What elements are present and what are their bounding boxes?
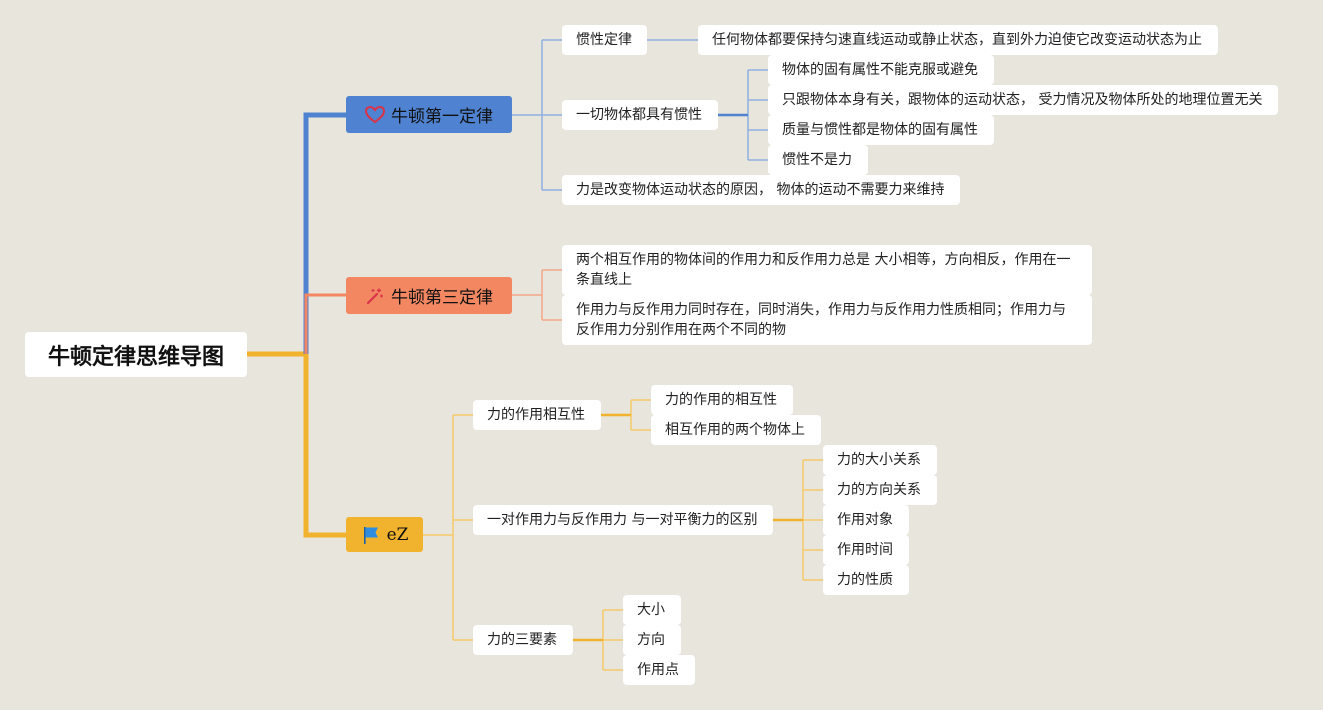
topic-three-elements-detail-3[interactable]: 作用点 [623,655,695,685]
heart-icon [365,105,385,125]
topic-difference-detail-4[interactable]: 作用时间 [823,535,909,565]
topic-difference-detail-5[interactable]: 力的性质 [823,565,909,595]
third-law-connectors [512,269,562,321]
topic-difference-detail-3-label: 作用对象 [837,512,893,528]
topic-inertia-detail-4-label: 惯性不是力 [782,152,852,168]
topic-three-elements-detail-1-label: 大小 [637,602,665,618]
topic-mutual-detail-1-label: 力的作用的相互性 [665,392,777,408]
root-topic[interactable]: 牛顿定律思维导图 [25,332,247,377]
topic-difference-detail-4-label: 作用时间 [837,542,893,558]
topic-mutual-detail-2-label: 相互作用的两个物体上 [665,422,805,438]
topic-inertia-detail-4[interactable]: 惯性不是力 [768,145,868,175]
topic-inertia-law-detail-label: 任何物体都要保持匀速直线运动或静止状态，直到外力迫使它改变运动状态为止 [712,32,1202,48]
topic-three-elements[interactable]: 力的三要素 [473,625,573,655]
topic-third-law-2[interactable]: 作用力与反作用力同时存在，同时消失，作用力与反作用力性质相同；作用力与反作用力分… [562,295,1092,345]
topic-all-inertia[interactable]: 一切物体都具有惯性 [562,100,718,130]
topic-difference-detail-2[interactable]: 力的方向关系 [823,475,937,505]
topic-force-cause[interactable]: 力是改变物体运动状态的原因， 物体的运动不需要力来维持 [562,175,960,205]
flag-icon [361,525,381,545]
topic-difference-detail-1-label: 力的大小关系 [837,452,921,468]
topic-inertia-law-detail[interactable]: 任何物体都要保持匀速直线运动或静止状态，直到外力迫使它改变运动状态为止 [698,25,1218,55]
topic-three-elements-detail-1[interactable]: 大小 [623,595,681,625]
topic-three-elements-detail-3-label: 作用点 [637,662,679,678]
branch-ez[interactable]: eZ [346,517,423,552]
magic-wand-icon [365,286,385,306]
topic-force-cause-label: 力是改变物体运动状态的原因， 物体的运动不需要力来维持 [576,182,945,198]
topic-mutual-detail-2[interactable]: 相互作用的两个物体上 [651,415,821,445]
topic-difference-detail-5-label: 力的性质 [837,572,893,588]
topic-three-elements-label: 力的三要素 [487,632,557,648]
trunk-connectors [246,112,346,538]
topic-mutual-detail-1[interactable]: 力的作用的相互性 [651,385,793,415]
topic-inertia-law-label: 惯性定律 [576,32,632,48]
topic-inertia-detail-2-label: 只跟物体本身有关，跟物体的运动状态， 受力情况及物体所处的地理位置无关 [782,92,1263,108]
topic-mutual-label: 力的作用相互性 [487,407,585,423]
topic-difference-detail-1[interactable]: 力的大小关系 [823,445,937,475]
topic-inertia-detail-2[interactable]: 只跟物体本身有关，跟物体的运动状态， 受力情况及物体所处的地理位置无关 [768,85,1278,115]
branch-ez-label: eZ [386,524,409,545]
topic-inertia-law[interactable]: 惯性定律 [562,25,647,55]
topic-third-law-2-label: 作用力与反作用力同时存在，同时消失，作用力与反作用力性质相同；作用力与反作用力分… [576,302,1066,338]
root-topic-label: 牛顿定律思维导图 [47,344,224,370]
topic-mutual[interactable]: 力的作用相互性 [473,400,601,430]
topic-inertia-detail-1-label: 物体的固有属性不能克服或避免 [782,62,978,78]
topic-three-elements-detail-2-label: 方向 [637,632,665,648]
topic-third-law-1[interactable]: 两个相互作用的物体间的作用力和反作用力总是 大小相等，方向相反，作用在一条直线上 [562,245,1092,295]
branch-first-law-label: 牛顿第一定律 [391,107,493,127]
topic-third-law-1-label: 两个相互作用的物体间的作用力和反作用力总是 大小相等，方向相反，作用在一条直线上 [576,252,1071,288]
topic-difference-detail-2-label: 力的方向关系 [837,482,921,498]
branch-third-law[interactable]: 牛顿第三定律 [346,277,512,314]
topic-difference-label: 一对作用力与反作用力 与一对平衡力的区别 [487,512,758,528]
topic-difference[interactable]: 一对作用力与反作用力 与一对平衡力的区别 [473,505,773,535]
branch-third-law-label: 牛顿第三定律 [391,288,493,308]
topic-difference-detail-3[interactable]: 作用对象 [823,505,909,535]
topic-inertia-detail-3[interactable]: 质量与惯性都是物体的固有属性 [768,115,994,145]
topic-inertia-detail-1[interactable]: 物体的固有属性不能克服或避免 [768,55,994,85]
topic-inertia-detail-3-label: 质量与惯性都是物体的固有属性 [782,122,978,138]
topic-all-inertia-label: 一切物体都具有惯性 [576,107,702,123]
topic-three-elements-detail-2[interactable]: 方向 [623,625,681,655]
branch-first-law[interactable]: 牛顿第一定律 [346,96,512,133]
